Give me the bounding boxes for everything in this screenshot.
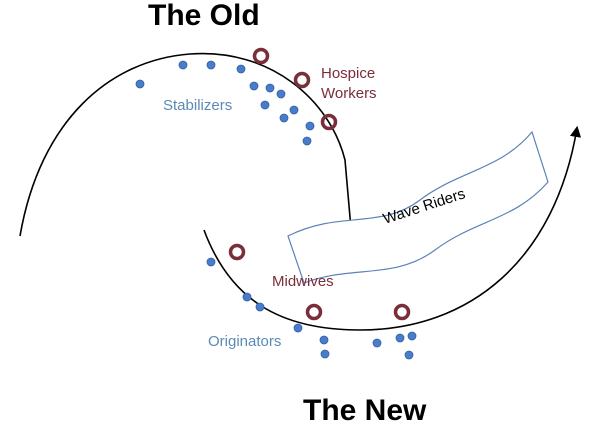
stabilizer-dot (260, 100, 270, 110)
originator-dot (293, 323, 303, 333)
originator-dot (319, 335, 329, 345)
stabilizer-dot (135, 79, 145, 89)
label-originators: Originators (208, 333, 281, 350)
originator-dot (395, 333, 405, 343)
stabilizer-dot (265, 83, 275, 93)
title-the-old: The Old (148, 0, 260, 32)
label-midwives: Midwives (272, 273, 334, 290)
stabilizer-dot (289, 105, 299, 115)
stabilizer-dot (279, 113, 289, 123)
originator-dot (372, 338, 382, 348)
hospice-worker-ring (252, 47, 270, 65)
stabilizer-dot (276, 89, 286, 99)
hospice-worker-ring (293, 71, 311, 89)
midwife-ring (228, 243, 246, 261)
label-hospice-workers-line2: Workers (321, 85, 377, 102)
label-hospice-workers-line1: Hospice (321, 65, 375, 82)
midwife-ring (393, 303, 411, 321)
stabilizer-dot (249, 81, 259, 91)
stabilizers-dots (135, 60, 315, 146)
originator-dot (206, 257, 216, 267)
stabilizer-dot (236, 64, 246, 74)
originators-dots (206, 257, 417, 360)
title-the-new: The New (303, 394, 427, 424)
originator-dot (255, 302, 265, 312)
maroon-rings (228, 47, 411, 321)
originator-dot (407, 331, 417, 341)
new-curve-arrow (203, 125, 582, 331)
originator-dot (242, 292, 252, 302)
originator-dot (404, 350, 414, 360)
old-curve-arrow (19, 52, 357, 243)
label-stabilizers: Stabilizers (163, 97, 232, 114)
midwife-ring (305, 303, 323, 321)
stabilizer-dot (305, 121, 315, 131)
originator-dot (320, 349, 330, 359)
wave-riders-band (287, 130, 549, 284)
hospice-worker-ring (320, 113, 338, 131)
stabilizer-dot (302, 136, 312, 146)
stabilizer-dot (178, 60, 188, 70)
stabilizer-dot (206, 60, 216, 70)
